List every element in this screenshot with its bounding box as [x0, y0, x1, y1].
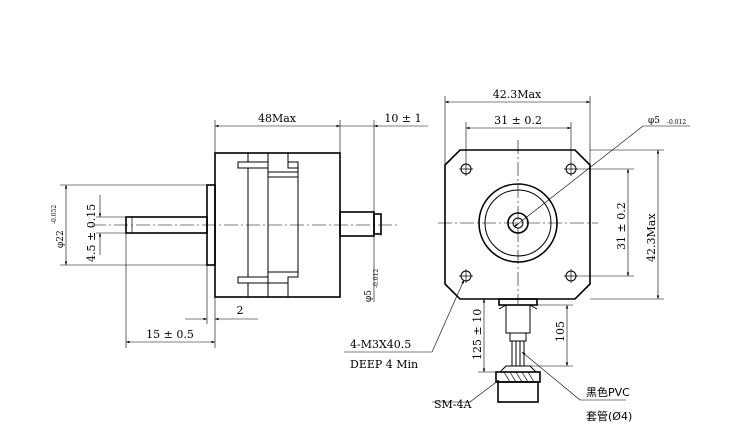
- front-shaft-tip: [373, 213, 382, 235]
- stator-outline-bottom: [248, 271, 299, 297]
- label-lead-length: 125 ± 10: [471, 309, 484, 360]
- label-hole-spacing-h: 31 ± 0.2: [494, 114, 542, 127]
- front-shaft: [339, 211, 375, 237]
- label-shaft-length: 10 ± 1: [384, 112, 421, 125]
- label-sleeve-line2: 套管(Ø4): [586, 409, 632, 423]
- side-view: 48Max 10 ± 1 φ22 -0.052 4.5 ± 0.15 15 ± …: [51, 112, 428, 348]
- label-mount-depth: DEEP 4 Min: [350, 358, 418, 371]
- label-body-length: 48Max: [258, 112, 297, 125]
- leader-sleeve: [521, 351, 581, 401]
- lead-wires: [498, 298, 538, 366]
- label-pilot-diameter: φ22: [56, 230, 66, 248]
- connector-sm4a: [495, 365, 541, 403]
- label-shaft-diameter-tolerance: -0.012: [667, 119, 686, 126]
- label-shaft-diameter: φ5: [648, 116, 660, 126]
- label-sleeve-line1: 黑色PVC: [586, 385, 630, 399]
- front-view: 42.3Max 31 ± 0.2 31 ± 0.2 42.3Max φ5 -0.…: [344, 88, 690, 423]
- front-flange: [444, 149, 591, 300]
- label-mount-holes: 4-M3X40.5: [350, 338, 411, 351]
- label-hole-spacing-v: 31 ± 0.2: [615, 202, 628, 250]
- leader-mount-holes: [431, 279, 465, 353]
- label-side-shaft-diameter: φ5: [364, 290, 374, 302]
- leader-shaft-diameter: [513, 125, 644, 228]
- stator-outline-left: [237, 153, 249, 297]
- stator-outline-top: [248, 153, 299, 173]
- label-cable-length: 105: [554, 321, 567, 342]
- label-flange-width: 42.3Max: [493, 88, 542, 101]
- mounting-holes: [459, 162, 578, 283]
- label-connector: SM-4A: [434, 398, 473, 411]
- label-rear-shaft-length: 15 ± 0.5: [146, 328, 194, 341]
- label-pilot-depth: 2: [237, 304, 244, 317]
- leader-connector: [469, 379, 500, 403]
- label-rear-shaft: 4.5 ± 0.15: [85, 204, 98, 262]
- stator-inner-top: [248, 162, 299, 178]
- label-side-shaft-tolerance: -0.012: [373, 269, 380, 288]
- label-pilot-tolerance: -0.052: [51, 205, 58, 224]
- label-flange-height: 42.3Max: [645, 213, 658, 262]
